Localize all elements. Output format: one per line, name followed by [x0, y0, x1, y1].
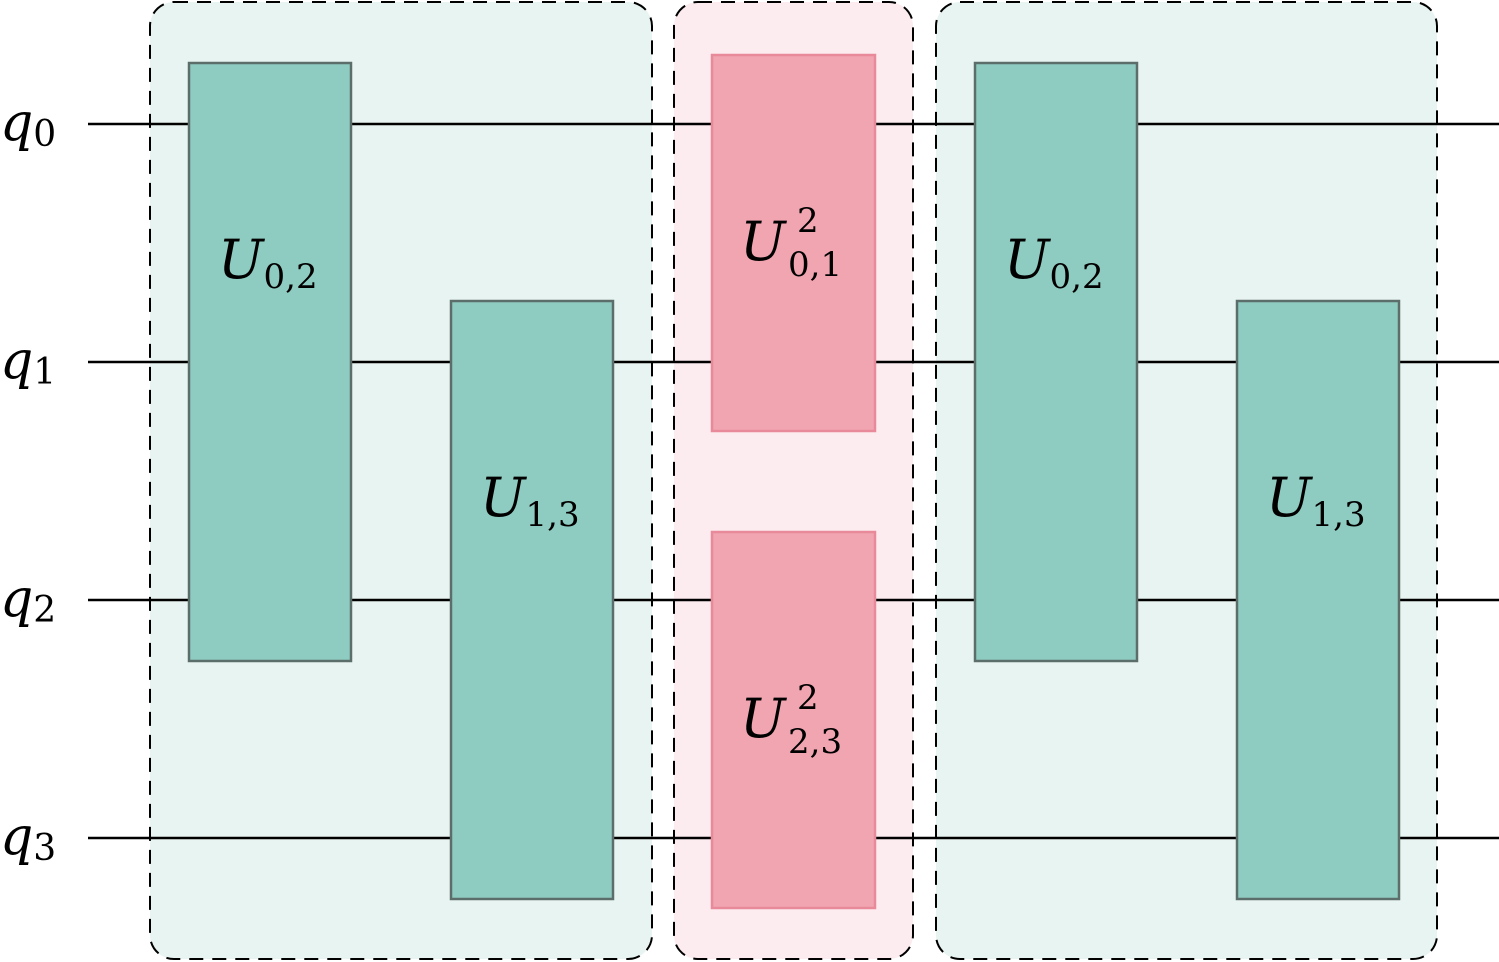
gate-label-u23-squared-base: U — [740, 687, 787, 750]
gate-label-u01-squared-base: U — [740, 210, 787, 273]
gate-u02-block3 — [973, 61, 1139, 663]
qubit-label-0: q0 — [0, 93, 56, 155]
gate-label-u01-squared-sub: 0,1 — [788, 245, 842, 285]
gate-u13-block1 — [449, 299, 615, 901]
qubit-label-1: q1 — [0, 331, 56, 393]
gate-label-u23-squared-sub: 2,3 — [788, 722, 842, 762]
gate-label-u02-block3: U0,2 — [1004, 228, 1104, 297]
gate-u02-block1 — [187, 61, 353, 663]
gate-label-u01-squared-sup: 2 — [797, 201, 819, 241]
gate-u01-squared — [710, 53, 877, 433]
gate-label-u13-block1: U1,3 — [480, 466, 580, 535]
gate-label-u02-block1: U0,2 — [218, 228, 318, 297]
gate-label-u23-squared-sup: 2 — [797, 678, 819, 718]
gate-u13-block3 — [1235, 299, 1401, 901]
gate-label-u13-block3: U1,3 — [1266, 466, 1366, 535]
gate-u23-squared — [710, 530, 877, 910]
qubit-label-2: q2 — [0, 569, 56, 631]
qubit-label-3: q3 — [0, 807, 56, 869]
